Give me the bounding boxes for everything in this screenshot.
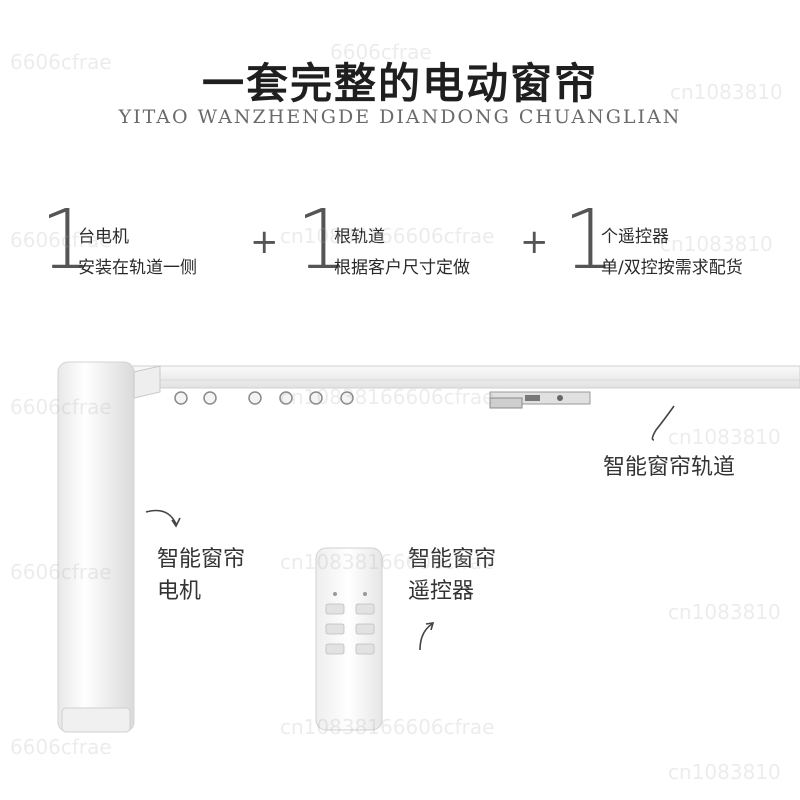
- pointer-arrows: [145, 405, 675, 651]
- curtain-track: [129, 365, 800, 389]
- mounting-bracket: [489, 391, 591, 409]
- plus-sign: +: [250, 222, 279, 262]
- label-track: 智能窗帘轨道: [603, 455, 736, 480]
- item-line2: 安装在轨道一侧: [78, 258, 197, 278]
- track-gliders: [174, 391, 354, 405]
- item-digit: 1: [563, 193, 616, 288]
- label-remote-line1: 智能窗帘: [408, 547, 497, 572]
- remote-arrow-icon: [419, 623, 433, 651]
- item-digit: 1: [296, 193, 349, 288]
- remote-control: [315, 547, 383, 731]
- item-line2: 根据客户尺寸定做: [334, 258, 470, 278]
- item-line2: 单/双控按需求配货: [601, 258, 743, 278]
- item-line1: 个遥控器: [601, 227, 669, 247]
- remote-arrowhead-icon: [425, 622, 435, 631]
- label-remote-line2: 遥控器: [408, 579, 475, 604]
- curtain-motor: [57, 361, 161, 733]
- item-digit: 1: [40, 193, 93, 288]
- label-motor-line2: 电机: [157, 579, 202, 604]
- motor-arrow-icon: [145, 509, 177, 525]
- motor-arrowhead-icon: [171, 517, 181, 528]
- page-subtitle: YITAO WANZHENGDE DIANDONG CHUANGLIAN: [118, 106, 682, 128]
- plus-sign: +: [520, 222, 549, 262]
- item-line1: 根轨道: [334, 227, 385, 247]
- track-arrow-icon: [651, 405, 675, 441]
- page-title: 一套完整的电动窗帘: [201, 59, 598, 108]
- label-motor-line1: 智能窗帘: [157, 547, 246, 572]
- item-line1: 台电机: [78, 227, 129, 247]
